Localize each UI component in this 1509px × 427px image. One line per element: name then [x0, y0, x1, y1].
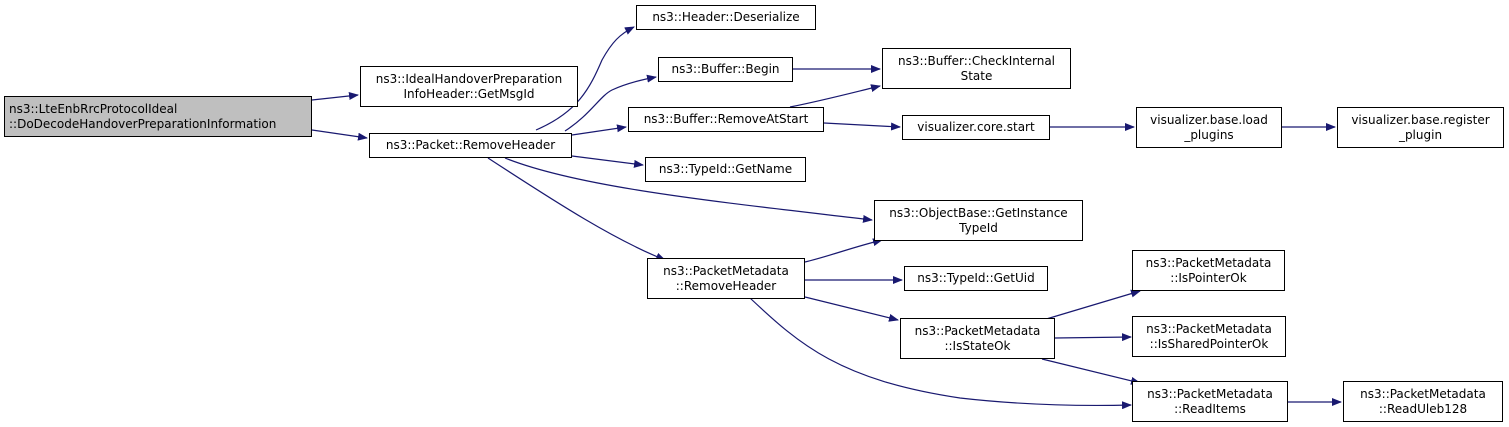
node-label-line1: ns3::PacketMetadata [663, 263, 789, 278]
node-label-line2: ::IsStateOk [944, 338, 1011, 353]
node-label: ns3::Buffer::Begin [671, 62, 780, 76]
node-packet-removeheader[interactable]: ns3::Packet::RemoveHeader [369, 133, 572, 158]
node-buffer-begin[interactable]: ns3::Buffer::Begin [658, 57, 793, 82]
node-label-line1: ns3::PacketMetadata [1145, 255, 1272, 270]
node-label-line1: ns3::PacketMetadata [1360, 386, 1486, 401]
node-label-line2: TypeId [959, 220, 998, 235]
edge-isstateok-to-readitems [1041, 358, 1141, 385]
node-label: ns3::Packet::RemoveHeader [385, 138, 556, 152]
node-label-line2: InfoHeader::GetMsgId [403, 86, 535, 101]
node-packetmetadata-readuleb128[interactable]: ns3::PacketMetadata ::ReadUleb128 [1343, 381, 1503, 422]
node-label-line1: ns3::LteEnbRrcProtocolIdeal [9, 101, 178, 116]
node-label-line2: ::ReadItems [1174, 401, 1246, 416]
node-visualizer-base-register-plugin[interactable]: visualizer.base.register _plugin [1337, 107, 1504, 148]
node-lteenbrrcprotocolideal: ns3::LteEnbRrcProtocolIdeal ::DoDecodeHa… [4, 96, 312, 137]
edge-root-to-getmsgid [311, 91, 359, 101]
node-typeid-getname[interactable]: ns3::TypeId::GetName [645, 157, 806, 182]
node-label-line2: ::IsSharedPointerOk [1149, 336, 1269, 351]
edge-isstateok-to-issharedpointerok [1054, 333, 1132, 342]
node-packetmetadata-ispointerok[interactable]: ns3::PacketMetadata ::IsPointerOk [1132, 250, 1285, 291]
node-label-line1: ns3::PacketMetadata [1146, 321, 1272, 336]
node-label: ns3::TypeId::GetUid [917, 271, 1035, 285]
node-label-line2: _plugin [1398, 127, 1443, 142]
node-label-line1: ns3::ObjectBase::GetInstance [889, 205, 1068, 220]
node-label-line2: ::ReadUleb128 [1378, 401, 1468, 416]
node-packetmetadata-removeheader[interactable]: ns3::PacketMetadata ::RemoveHeader [647, 258, 805, 299]
node-label: ns3::Buffer::RemoveAtStart [643, 112, 809, 126]
node-label-line2: _plugins [1184, 127, 1234, 142]
edge-packet-to-pm-removeheader [487, 157, 666, 261]
edge-packet-to-typeid-getname [571, 155, 644, 168]
node-packetmetadata-readitems[interactable]: ns3::PacketMetadata ::ReadItems [1132, 381, 1288, 422]
node-buffer-removeatstart[interactable]: ns3::Buffer::RemoveAtStart [628, 107, 824, 132]
edge-packet-to-buffer-removeatstart [571, 124, 627, 136]
edge-pm-removeheader-to-isstateok [804, 296, 899, 322]
edge-packet-to-buffer-begin [564, 74, 657, 132]
node-label-line1: ns3::Buffer::CheckInternal [897, 53, 1056, 68]
node-ideal-getmsgid[interactable]: ns3::IdealHandoverPreparation InfoHeader… [360, 66, 578, 107]
node-buffer-checkinternalstate[interactable]: ns3::Buffer::CheckInternal State [882, 48, 1071, 89]
node-label-line1: ns3::PacketMetadata [1147, 386, 1273, 401]
edge-packet-to-objectbase [504, 157, 873, 223]
node-objectbase-getinstancetypeid[interactable]: ns3::ObjectBase::GetInstance TypeId [874, 200, 1083, 241]
node-visualizer-core-start[interactable]: visualizer.core.start [902, 115, 1050, 140]
node-visualizer-base-load-plugins[interactable]: visualizer.base.load _plugins [1136, 107, 1282, 148]
node-label-line1: visualizer.base.register [1351, 112, 1490, 127]
node-packetmetadata-isstateok[interactable]: ns3::PacketMetadata ::IsStateOk [900, 318, 1055, 359]
node-typeid-getuid[interactable]: ns3::TypeId::GetUid [904, 266, 1048, 291]
node-label-line1: ns3::PacketMetadata [914, 323, 1041, 338]
node-label-line2: ::RemoveHeader [675, 278, 777, 293]
edge-pm-removeheader-to-readitems [749, 297, 1132, 410]
edge-isstateok-to-ispointerok [1042, 289, 1141, 321]
node-packetmetadata-issharedpointerok[interactable]: ns3::PacketMetadata ::IsSharedPointerOk [1132, 316, 1286, 357]
edge-pm-removeheader-to-objectbase [804, 238, 883, 263]
edge-root-to-packet-removeheader [311, 129, 368, 141]
edge-removeatstart-to-vis-core-start [823, 122, 901, 131]
edge-removeatstart-to-checkinternal [789, 84, 881, 108]
node-label: visualizer.core.start [917, 120, 1035, 134]
node-label: ns3::TypeId::GetName [658, 162, 793, 176]
node-label: ns3::Header::Deserialize [652, 10, 800, 24]
edge-packet-to-header-deserialize [535, 26, 635, 131]
node-label-line2: ::IsPointerOk [1170, 270, 1247, 285]
node-label-line1: ns3::IdealHandoverPreparation [375, 71, 563, 86]
node-header-deserialize[interactable]: ns3::Header::Deserialize [636, 5, 816, 30]
node-label-line2: ::DoDecodeHandoverPreparationInformation [9, 116, 277, 131]
node-label-line2: State [960, 68, 993, 83]
node-label-line1: visualizer.base.load [1150, 112, 1268, 127]
